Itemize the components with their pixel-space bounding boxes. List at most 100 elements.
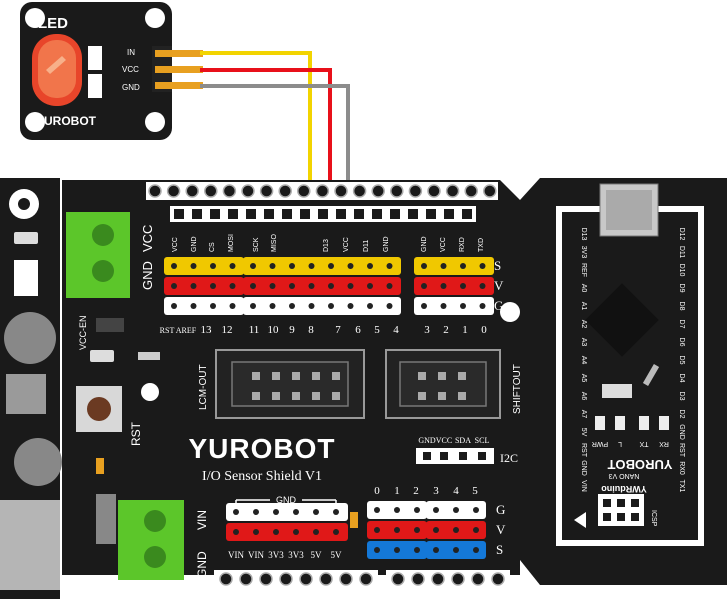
header-strip xyxy=(214,570,378,588)
header-pin xyxy=(451,572,465,586)
microcontroller-chip xyxy=(585,283,659,357)
header-pin xyxy=(444,209,454,219)
digital-number: 8 xyxy=(308,324,314,336)
header-pin-hole xyxy=(479,283,486,289)
header-pin-hole xyxy=(190,263,197,269)
power-pin-label: 3V3 xyxy=(268,550,284,560)
top-pin-label: D13 xyxy=(323,239,330,252)
nano-pin-label: A1 xyxy=(580,302,587,311)
i2c-pin xyxy=(440,452,448,460)
analog-pin-hole xyxy=(374,507,380,513)
analog-number: 5 xyxy=(472,485,478,497)
analog-pin-hole xyxy=(414,547,420,553)
nano-pin-label: D6 xyxy=(678,338,685,347)
led-header xyxy=(152,46,203,92)
nano-pin-label: 3V3 xyxy=(580,246,587,259)
digital-number: 3 xyxy=(424,324,430,336)
header-row-bg xyxy=(414,257,494,275)
header-pin xyxy=(483,184,497,198)
header-pin xyxy=(192,209,202,219)
power-pin-hole xyxy=(233,529,239,535)
nano-pin-label: GND xyxy=(580,460,587,476)
row-label-g: G xyxy=(494,298,503,313)
header-pin-hole xyxy=(460,263,466,269)
header-pin-hole xyxy=(289,303,295,309)
connector-pin xyxy=(332,372,340,380)
nano-led-label: PWR xyxy=(592,440,608,447)
vcc-en-label: VCC-EN xyxy=(78,315,88,350)
icsp-label: ICSP xyxy=(650,510,657,527)
led-light-icon xyxy=(32,34,82,106)
power-pin-label: VIN xyxy=(228,550,244,560)
i2c-pin-label: SDA xyxy=(455,436,471,445)
header-pin-hole xyxy=(421,303,427,309)
nano-pin-label: RST xyxy=(580,443,587,458)
digital-number: 0 xyxy=(481,324,487,336)
top-pin-label: CS xyxy=(209,242,216,252)
header-pin xyxy=(390,184,404,198)
header-pin xyxy=(319,572,333,586)
nano-pin-label: RST xyxy=(678,443,685,458)
shield-subtitle: I/O Sensor Shield V1 xyxy=(202,469,322,484)
connector-pin xyxy=(418,372,426,380)
digital-number: 10 xyxy=(268,324,280,336)
header-pin-hole xyxy=(367,263,373,269)
header-pin-hole xyxy=(367,303,373,309)
header-pin-hole xyxy=(190,303,197,309)
top-pin-label: VCC xyxy=(343,237,350,252)
row-label-s: S xyxy=(494,258,501,273)
header-pin-hole xyxy=(328,283,334,289)
mounting-hole xyxy=(25,8,45,28)
analog-pin-hole xyxy=(453,507,459,513)
lcm-out-connector xyxy=(215,349,365,419)
header-pin-hole xyxy=(386,263,393,269)
digital-number: AREF xyxy=(176,326,197,335)
header-pin-hole xyxy=(479,303,486,309)
header-row-bg xyxy=(414,297,494,315)
reset-button[interactable] xyxy=(76,386,122,432)
icsp-pin xyxy=(617,513,625,521)
header-pin-hole xyxy=(171,303,177,309)
shiftout-label: SHIFTOUT xyxy=(512,364,523,414)
nano-led xyxy=(595,416,605,430)
digital-number: 11 xyxy=(249,324,260,336)
icsp-pin xyxy=(617,499,625,507)
digital-number: 2 xyxy=(443,324,449,336)
i2c-pin xyxy=(423,452,431,460)
shiftout-connector xyxy=(385,349,501,419)
header-pin-hole xyxy=(269,263,276,269)
top-pin-label: TXD xyxy=(478,238,485,252)
nano-pin-label: RX0 xyxy=(678,461,685,475)
power-pin-hole xyxy=(333,529,339,535)
icsp-pin xyxy=(603,499,611,507)
i2c-header xyxy=(416,448,494,464)
led-pin-vcc: VCC xyxy=(122,65,139,74)
header-pin-hole xyxy=(440,283,447,289)
top-pin-label: MISO xyxy=(271,234,278,252)
nano-pin-label: A5 xyxy=(580,374,587,383)
header-pin xyxy=(352,184,367,198)
header-row-bg xyxy=(243,277,401,295)
header-pin-hole xyxy=(367,283,373,289)
analog-row-s: S xyxy=(496,542,503,557)
power-pin-label: 5V xyxy=(331,550,343,560)
nano-pin-label: TX1 xyxy=(678,480,685,493)
header-pin xyxy=(391,572,405,586)
analog-row-g: G xyxy=(496,502,505,517)
header-pin-hole xyxy=(479,263,486,269)
header-pin-hole xyxy=(229,263,236,269)
led-module: LED YUROBOT IN VCC GND xyxy=(20,2,203,140)
top-pin-label: RXD xyxy=(459,237,466,252)
top-pin-label: D11 xyxy=(363,240,370,252)
analog-pin-hole xyxy=(473,507,479,513)
header-pin xyxy=(210,209,220,219)
header-pin-hole xyxy=(421,283,427,289)
base-board xyxy=(0,178,62,599)
nano-pin-label: A0 xyxy=(580,284,587,293)
analog-pin-hole xyxy=(453,527,459,533)
nano-led xyxy=(639,416,649,430)
